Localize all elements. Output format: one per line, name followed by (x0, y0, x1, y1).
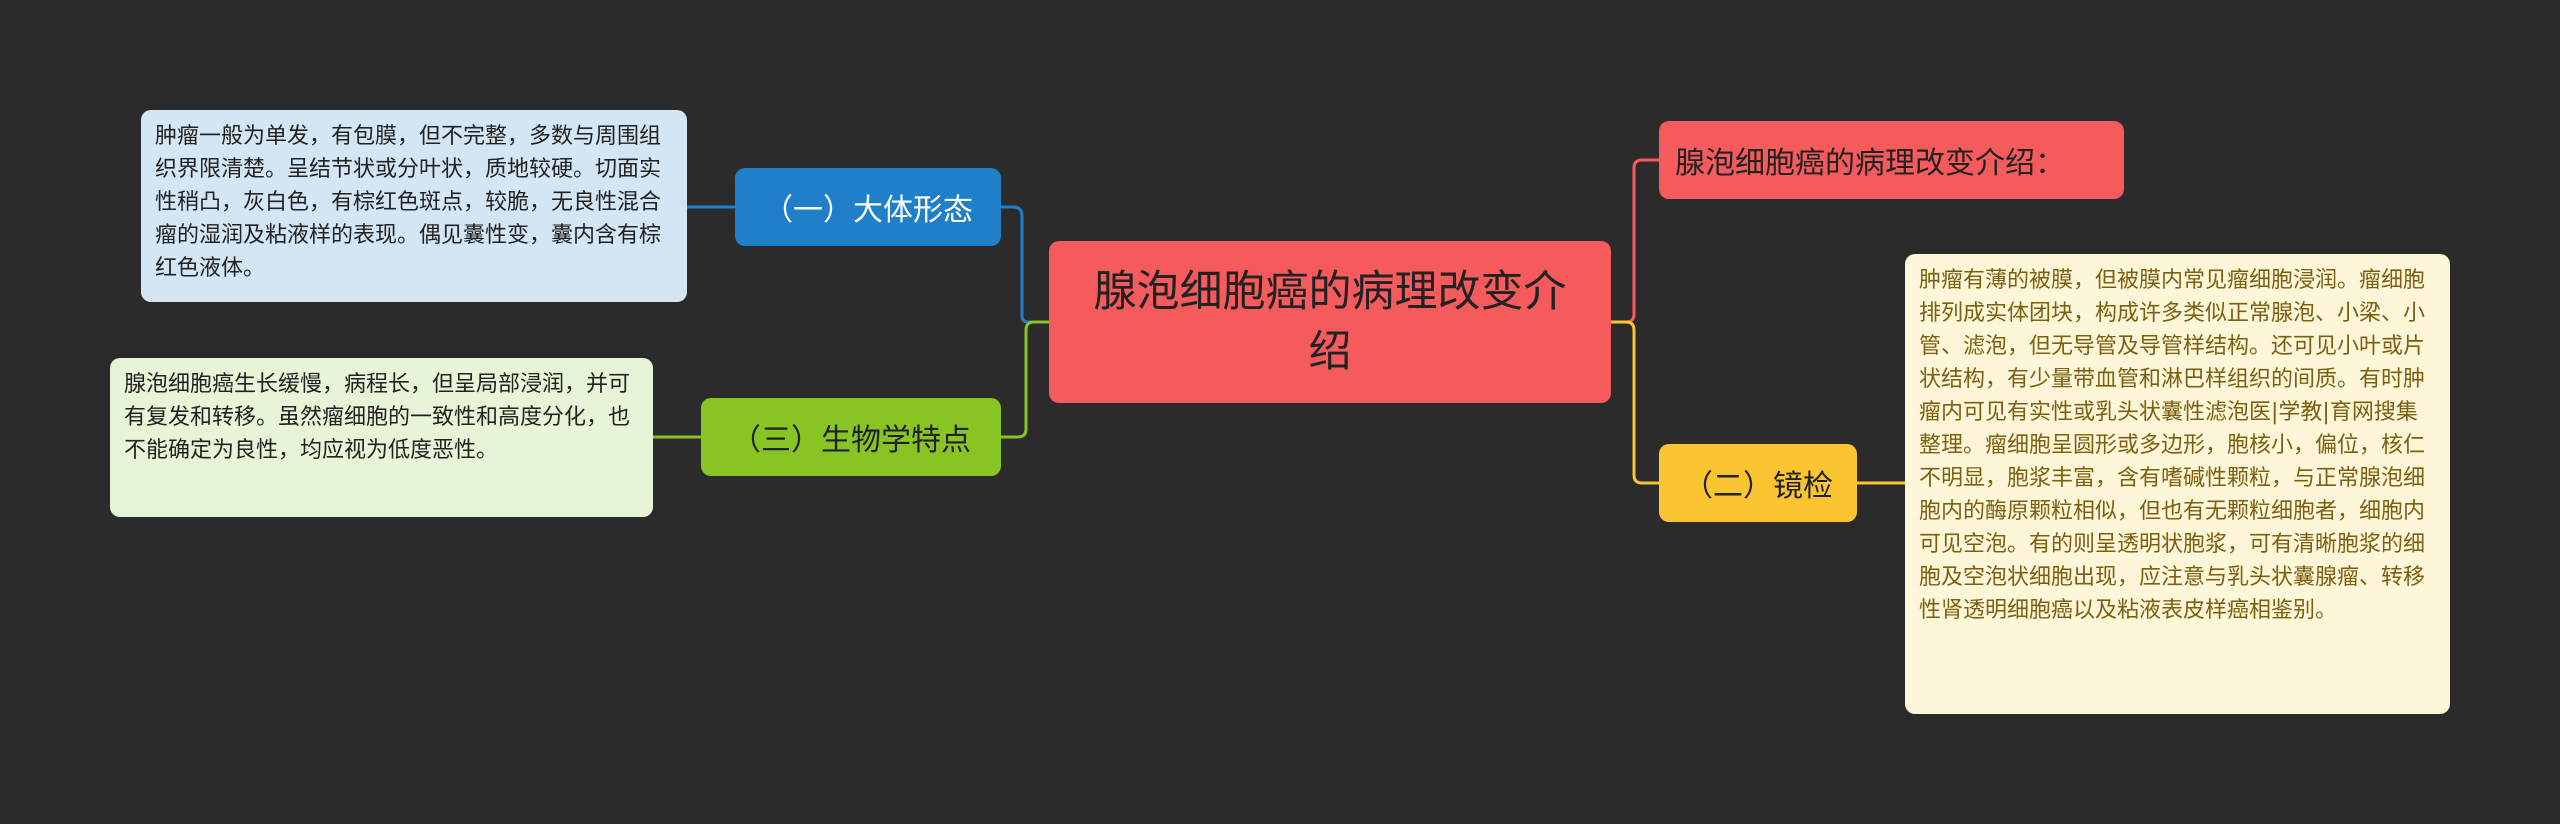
topic-biology[interactable]: （三）生物学特点 (701, 398, 1001, 476)
detail-gross-morphology-text: 肿瘤一般为单发，有包膜，但不完整，多数与周围组织界限清楚。呈结节状或分叶状，质地… (155, 124, 662, 281)
topic-microscopy[interactable]: （二）镜检 (1659, 444, 1857, 522)
link-center-intro (1611, 158, 1659, 324)
central-topic[interactable]: 腺泡细胞癌的病理改变介绍 (1049, 241, 1611, 403)
central-topic-label: 腺泡细胞癌的病理改变介绍 (1093, 267, 1567, 377)
topic-intro-label: 腺泡细胞癌的病理改变介绍： (1675, 146, 2065, 181)
topic-microscopy-label: （二）镜检 (1683, 469, 1833, 504)
topic-gross-morphology-label: （一）大体形态 (763, 193, 973, 228)
detail-biology-text: 腺泡细胞癌生长缓慢，病程长，但呈局部浸润，并可有复发和转移。虽然瘤细胞的一致性和… (124, 372, 631, 463)
detail-gross-morphology[interactable]: 肿瘤一般为单发，有包膜，但不完整，多数与周围组织界限清楚。呈结节状或分叶状，质地… (141, 110, 687, 302)
detail-biology[interactable]: 腺泡细胞癌生长缓慢，病程长，但呈局部浸润，并可有复发和转移。虽然瘤细胞的一致性和… (110, 358, 653, 517)
link-center-biology (1001, 320, 1049, 439)
detail-microscopy-text: 肿瘤有薄的被膜，但被膜内常见瘤细胞浸润。瘤细胞排列成实体团块，构成许多类似正常腺… (1919, 268, 2426, 623)
link-center-microscopy (1611, 320, 1659, 485)
topic-biology-label: （三）生物学特点 (731, 423, 971, 458)
link-center-gross (1001, 205, 1049, 324)
detail-microscopy[interactable]: 肿瘤有薄的被膜，但被膜内常见瘤细胞浸润。瘤细胞排列成实体团块，构成许多类似正常腺… (1905, 254, 2450, 714)
topic-gross-morphology[interactable]: （一）大体形态 (735, 168, 1001, 246)
topic-intro[interactable]: 腺泡细胞癌的病理改变介绍： (1659, 121, 2124, 199)
